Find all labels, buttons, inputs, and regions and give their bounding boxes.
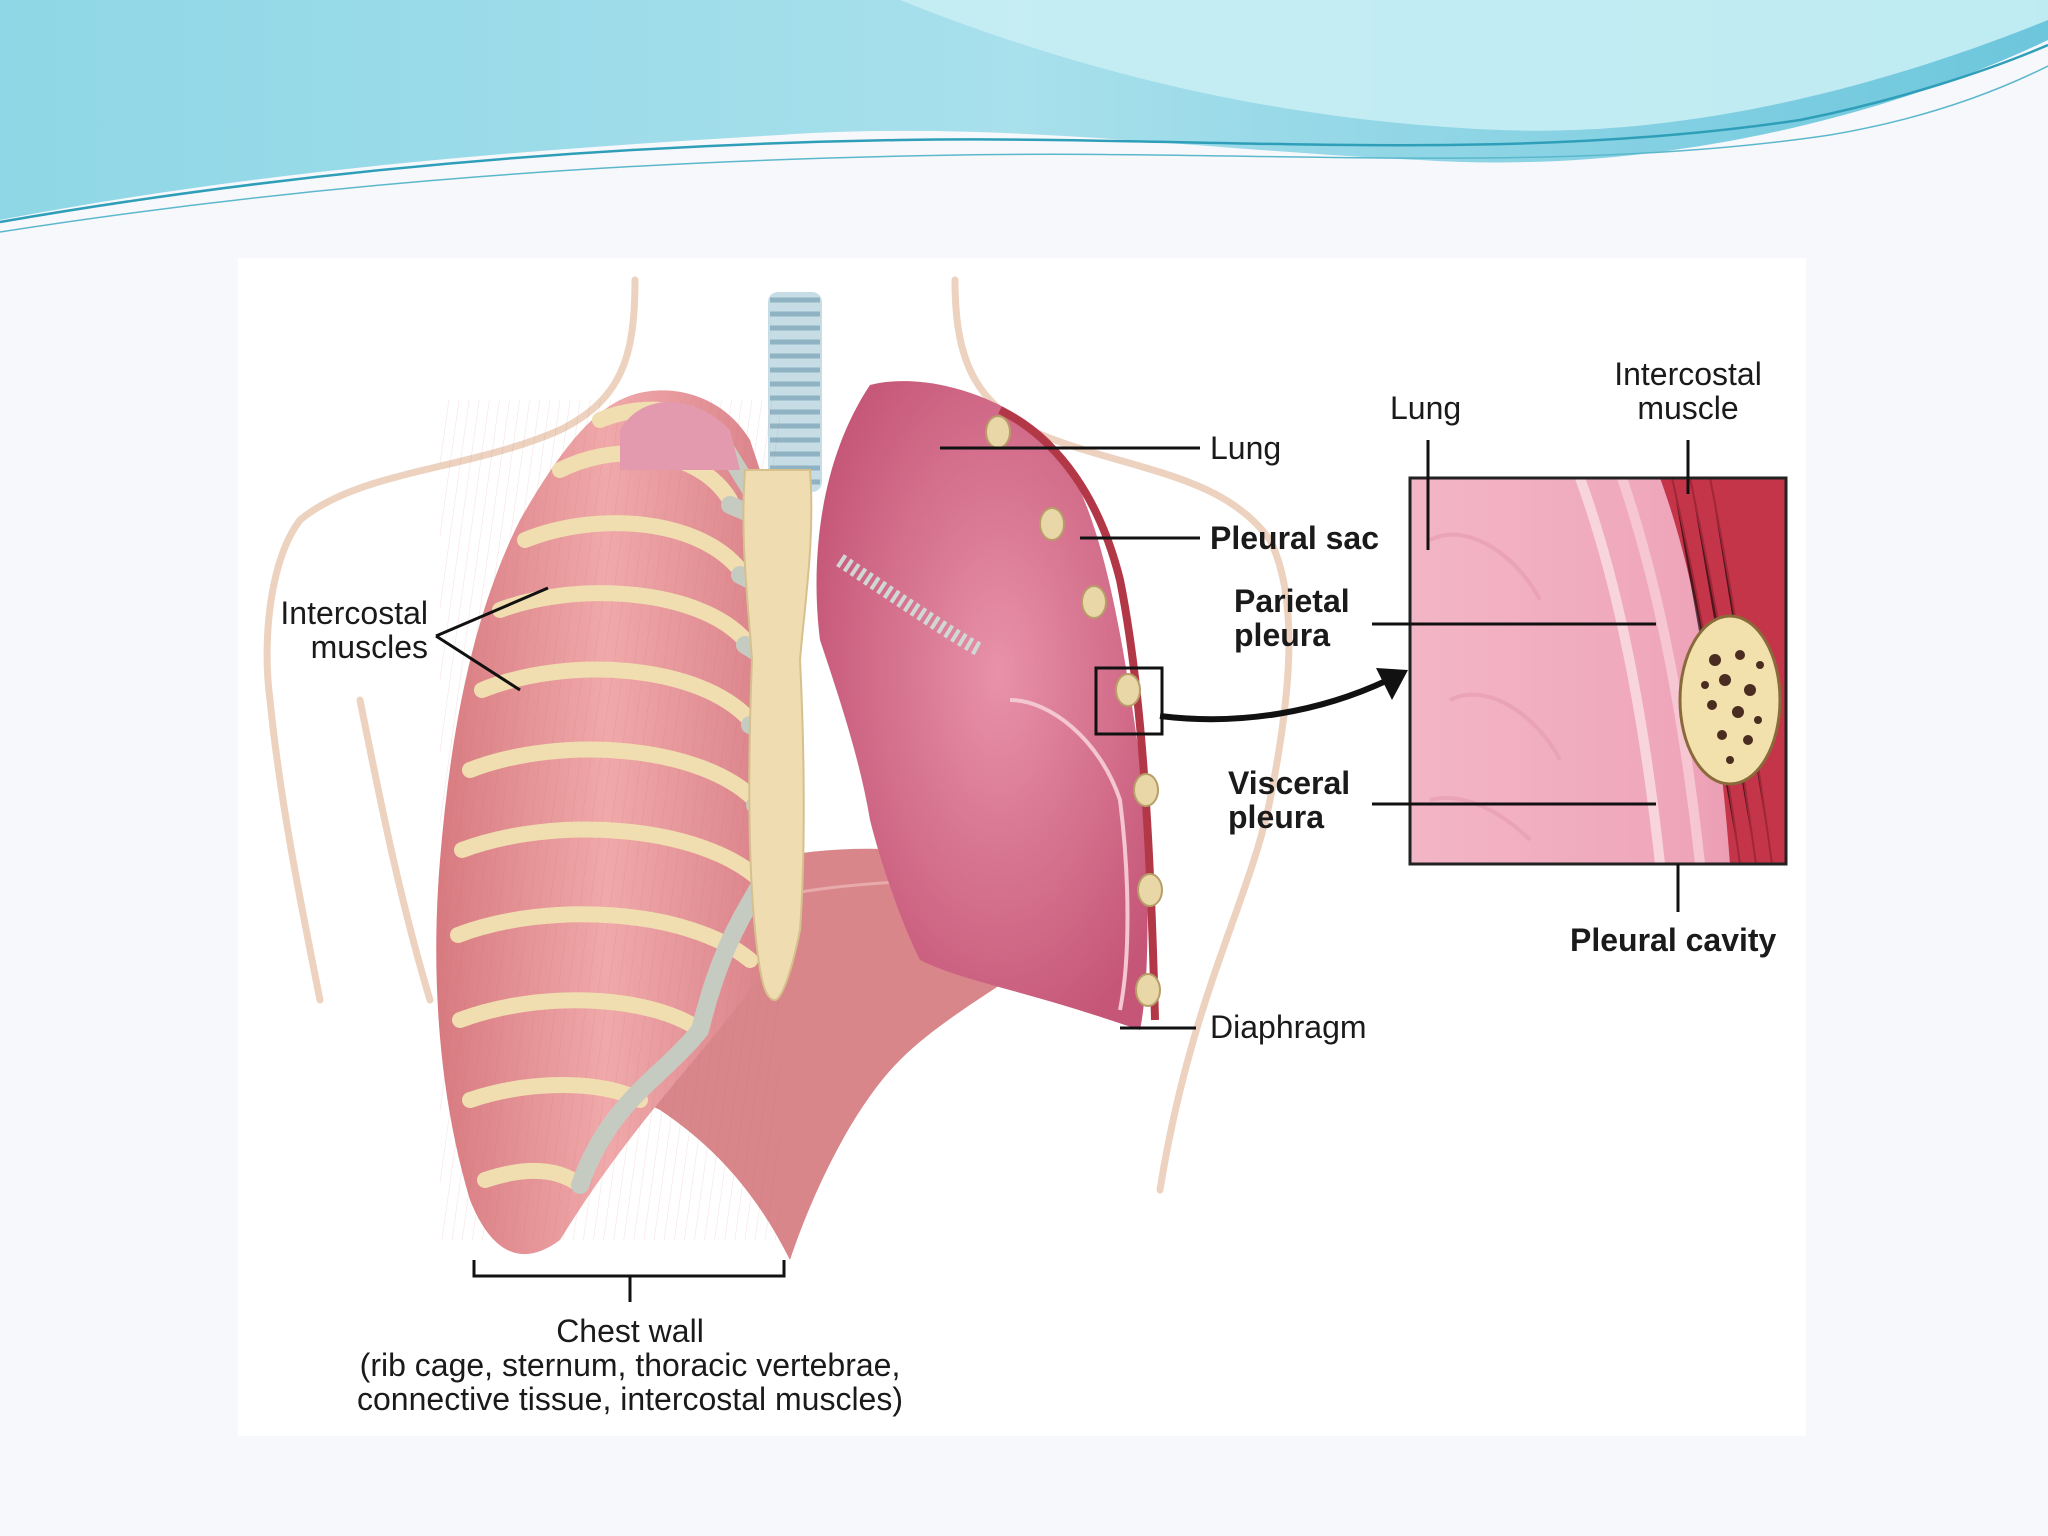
label-pleural-sac: Pleural sac bbox=[1210, 521, 1379, 555]
label-lung: Lung bbox=[1210, 431, 1281, 465]
label-inset-lung: Lung bbox=[1390, 391, 1461, 425]
label-diaphragm: Diaphragm bbox=[1210, 1010, 1367, 1044]
label-inset-intercostal-muscle: Intercostal muscle bbox=[1580, 357, 1796, 425]
sternum bbox=[743, 470, 811, 1000]
label-pleural-cavity: Pleural cavity bbox=[1570, 923, 1776, 957]
label-chest-wall: Chest wall (rib cage, sternum, thoracic … bbox=[320, 1314, 940, 1416]
inset-detail bbox=[1410, 478, 1786, 864]
callout-arrow bbox=[1160, 680, 1388, 719]
label-intercostal-muscles: Intercostal muscles bbox=[268, 596, 428, 664]
label-visceral-pleura: Visceral pleura bbox=[1228, 766, 1350, 834]
label-parietal-pleura: Parietal pleura bbox=[1234, 584, 1350, 652]
